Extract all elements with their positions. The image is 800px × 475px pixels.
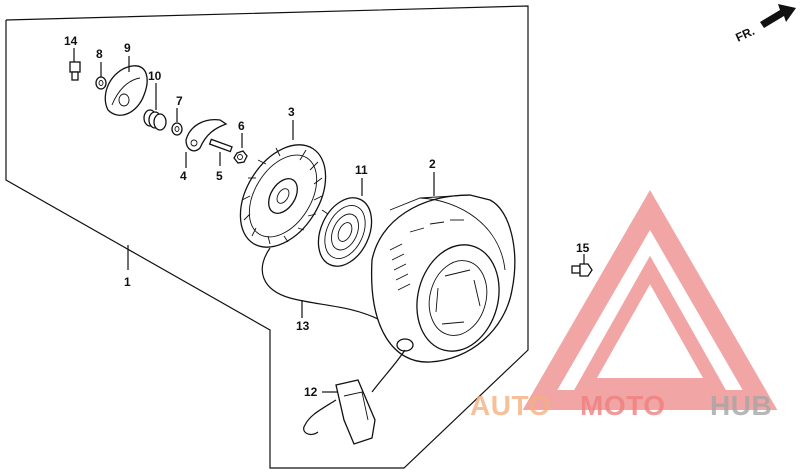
part-14-bolt xyxy=(69,61,81,81)
part-9-ratchet-plate xyxy=(104,65,148,116)
callout-13: 13 xyxy=(296,319,310,333)
callout-4: 4 xyxy=(180,169,187,183)
watermark-logo xyxy=(522,190,778,410)
callout-10: 10 xyxy=(148,69,162,83)
callout-8: 8 xyxy=(96,47,103,61)
part-10-spring xyxy=(143,109,167,131)
part-3-reel xyxy=(239,144,327,248)
part-8-washer xyxy=(95,76,107,90)
callout-9: 9 xyxy=(124,41,131,55)
part-7-washer xyxy=(171,122,183,136)
callout-11: 11 xyxy=(355,163,368,177)
direction-label: FR. xyxy=(733,24,756,45)
part-4-pawl xyxy=(185,119,228,152)
watermark-text: AUTO MOTO HUB xyxy=(470,390,772,421)
watermark-part-1: AUTO xyxy=(470,390,551,421)
callout-14: 14 xyxy=(64,34,78,48)
assembly-boundary xyxy=(5,5,529,469)
callout-15: 15 xyxy=(576,241,590,255)
callout-5: 5 xyxy=(216,169,223,183)
callout-3: 3 xyxy=(288,105,295,119)
part-6-nut xyxy=(233,150,248,164)
part-2-starter-case xyxy=(370,194,516,363)
callout-2: 2 xyxy=(429,157,436,171)
callout-7: 7 xyxy=(176,94,183,108)
callout-12: 12 xyxy=(304,385,318,399)
watermark-part-3: HUB xyxy=(710,390,772,421)
fr-arrow-icon xyxy=(760,4,796,28)
callout-6: 6 xyxy=(238,119,245,133)
watermark-part-2: MOTO xyxy=(580,390,665,421)
callout-1: 1 xyxy=(124,275,131,289)
part-15-bolt xyxy=(571,263,593,277)
part-5-pin xyxy=(208,138,233,153)
part-12-starter-grip xyxy=(303,349,406,445)
part-11-recoil-spring xyxy=(317,197,373,267)
